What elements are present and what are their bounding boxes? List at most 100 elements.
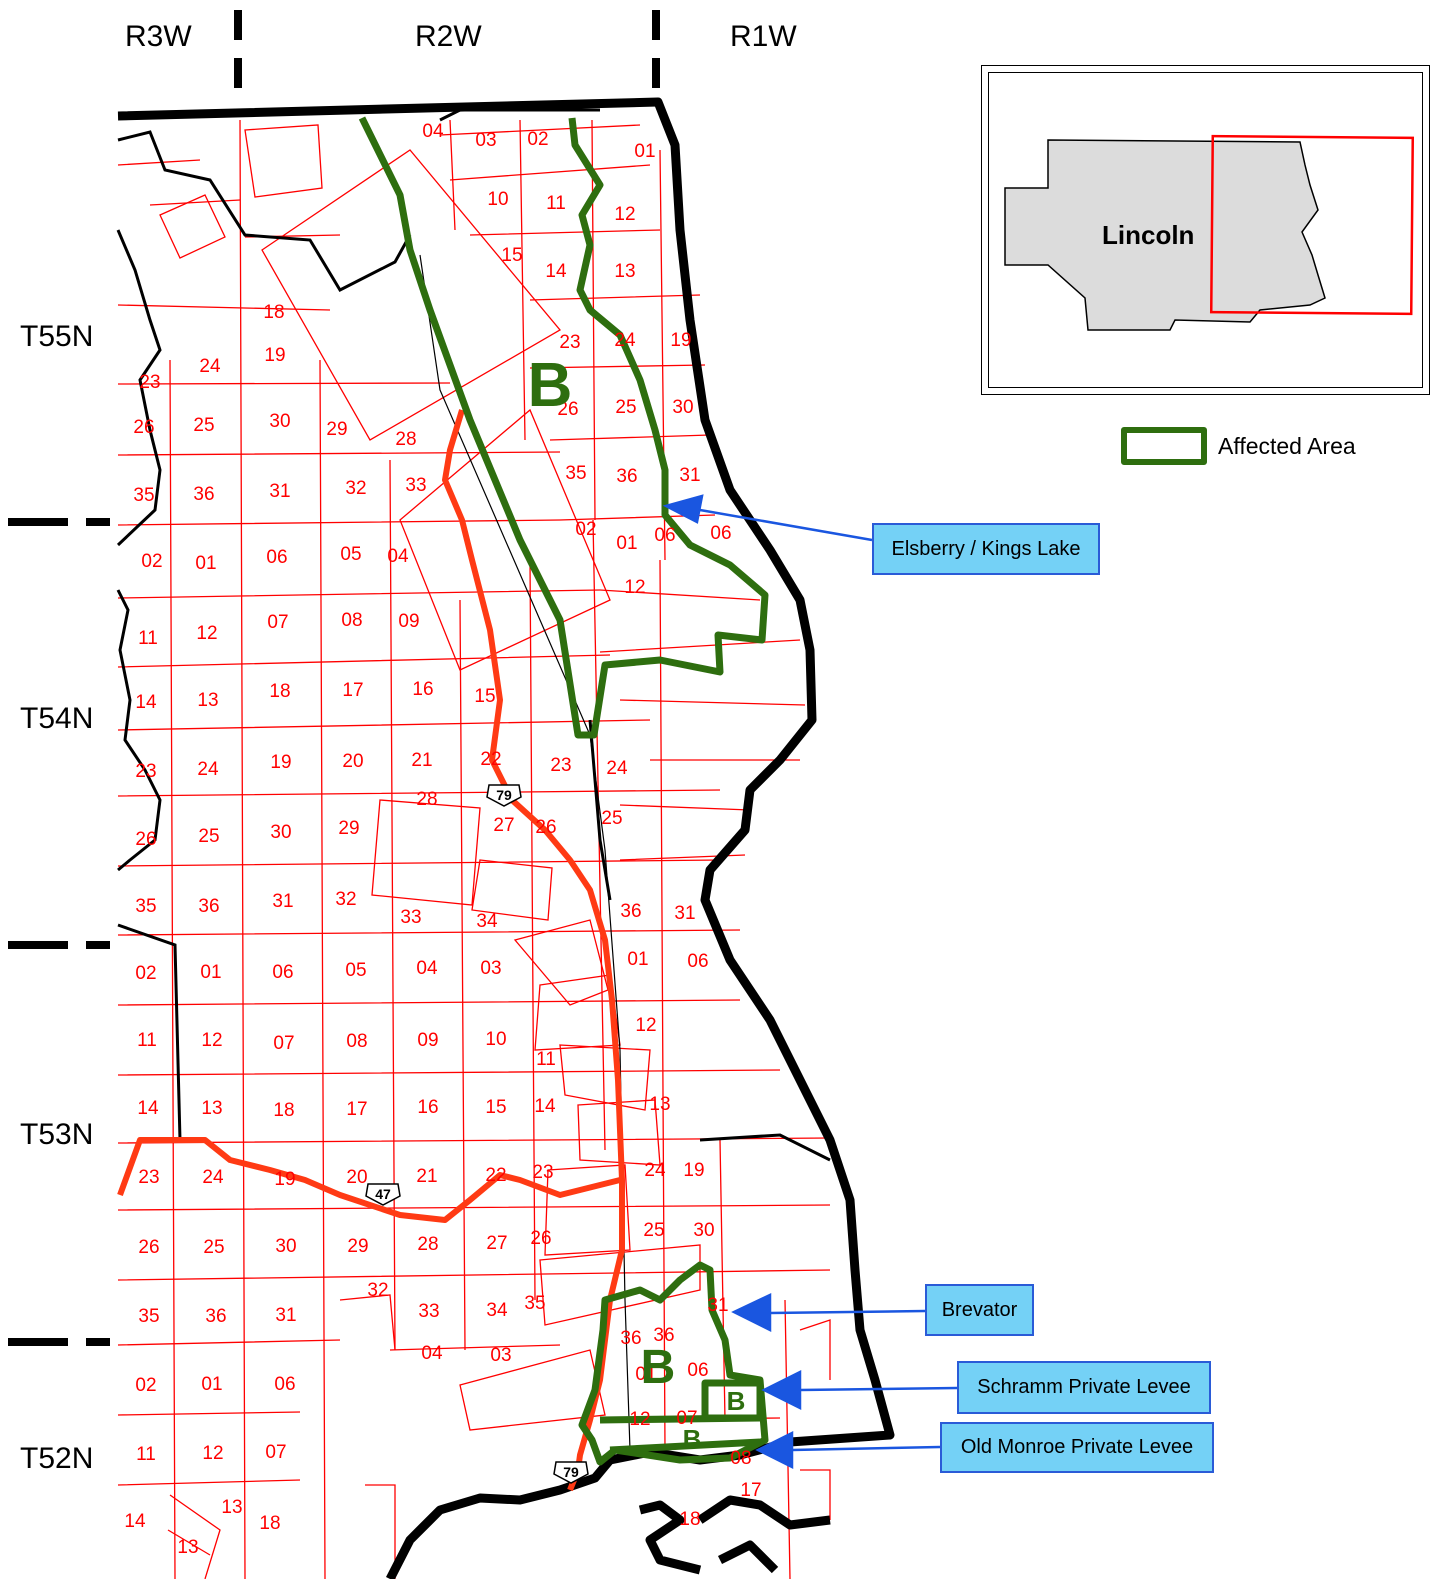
section-number: 25 xyxy=(615,397,636,418)
section-number: 12 xyxy=(624,577,645,598)
section-number: 31 xyxy=(272,891,293,912)
section-number: 29 xyxy=(347,1236,368,1257)
legend-affected-area-swatch xyxy=(1121,427,1207,465)
section-number: 06 xyxy=(687,1360,708,1381)
area-marker-b-old-monroe: B xyxy=(683,1424,702,1454)
section-number: 15 xyxy=(501,245,522,266)
section-number: 36 xyxy=(620,1328,641,1349)
section-number: 12 xyxy=(635,1015,656,1036)
section-number: 23 xyxy=(135,761,156,782)
us-79-shield: 79 xyxy=(486,784,522,807)
section-number: 13 xyxy=(197,690,218,711)
section-number: 13 xyxy=(649,1094,670,1115)
section-number: 26 xyxy=(138,1237,159,1258)
section-number: 06 xyxy=(266,547,287,568)
section-number: 25 xyxy=(198,826,219,847)
inset-extent-box xyxy=(1209,134,1415,316)
section-number: 05 xyxy=(345,960,366,981)
section-number: 19 xyxy=(670,330,691,351)
section-number: 30 xyxy=(693,1220,714,1241)
section-number: 33 xyxy=(405,475,426,496)
section-number: 24 xyxy=(614,330,636,351)
county-boundary-lines xyxy=(116,108,831,1162)
section-number: 09 xyxy=(417,1030,438,1051)
section-number: 06 xyxy=(272,962,293,983)
section-number: 03 xyxy=(475,130,496,151)
inset-inner-frame xyxy=(988,72,1423,388)
section-number: 24 xyxy=(644,1160,666,1181)
inset-frame xyxy=(981,65,1430,395)
area-marker-b-schramm: B xyxy=(727,1386,746,1416)
section-number: 31 xyxy=(269,481,290,502)
railroad xyxy=(419,254,631,1451)
section-number: 02 xyxy=(575,519,596,540)
section-number: 17 xyxy=(346,1099,367,1120)
section-number: 01 xyxy=(616,533,637,554)
section-number: 24 xyxy=(197,759,219,780)
area-marker-b-north: B xyxy=(528,351,573,420)
section-number: 06 xyxy=(710,523,731,544)
township-dividers xyxy=(8,10,660,1346)
section-number: 23 xyxy=(532,1162,553,1183)
section-number: 11 xyxy=(137,1030,157,1051)
section-number: 07 xyxy=(267,612,288,633)
legend-affected-area-label: Affected Area xyxy=(1218,433,1356,459)
section-number: 26 xyxy=(135,829,156,850)
section-number: 18 xyxy=(269,681,290,702)
section-number: 23 xyxy=(550,755,571,776)
section-number: 31 xyxy=(679,465,700,486)
section-number: 15 xyxy=(474,686,495,707)
section-number: 36 xyxy=(616,466,637,487)
township-label-t54n: T54N xyxy=(20,702,94,735)
section-number: 08 xyxy=(341,610,362,631)
callout-brevator[interactable]: Brevator xyxy=(925,1284,1034,1336)
us-47-shield: 47 xyxy=(365,1183,401,1206)
section-number: 09 xyxy=(398,611,419,632)
section-number: 36 xyxy=(653,1325,674,1346)
section-number: 10 xyxy=(487,189,508,210)
section-number: 32 xyxy=(345,478,366,499)
section-number: 04 xyxy=(422,121,444,142)
section-number: 27 xyxy=(486,1233,507,1254)
section-number: 12 xyxy=(201,1030,222,1051)
section-number: 27 xyxy=(493,815,514,836)
section-number: 03 xyxy=(480,958,501,979)
section-number: 32 xyxy=(335,889,356,910)
section-number: 26 xyxy=(557,399,578,420)
section-number: 30 xyxy=(269,411,290,432)
section-number: 07 xyxy=(265,1442,286,1463)
section-number: 04 xyxy=(387,546,409,567)
section-number: 23 xyxy=(138,1167,159,1188)
section-number: 33 xyxy=(400,907,421,928)
section-number: 02 xyxy=(135,963,156,984)
range-label-r1w: R1W xyxy=(730,20,797,53)
section-number: 08 xyxy=(346,1031,367,1052)
section-number: 11 xyxy=(546,193,566,214)
section-number: 25 xyxy=(193,415,214,436)
section-number: 26 xyxy=(535,817,556,838)
section-number: 07 xyxy=(676,1408,697,1429)
section-number: 01 xyxy=(627,949,648,970)
county-shape xyxy=(1004,139,1326,331)
callout-old-monroe-private-levee[interactable]: Old Monroe Private Levee xyxy=(940,1422,1214,1473)
section-number: 16 xyxy=(412,679,433,700)
section-number: 19 xyxy=(264,345,285,366)
section-number: 34 xyxy=(486,1300,508,1321)
section-number: 25 xyxy=(601,808,622,829)
section-number: 24 xyxy=(202,1167,224,1188)
callout-elsberry-kings-lake[interactable]: Elsberry / Kings Lake xyxy=(872,523,1100,575)
section-number: 30 xyxy=(672,397,693,418)
township-label-t52n: T52N xyxy=(20,1442,94,1475)
section-number: 36 xyxy=(198,896,219,917)
section-number: 23 xyxy=(139,372,160,393)
section-number: 35 xyxy=(138,1306,159,1327)
section-number: 06 xyxy=(274,1374,295,1395)
section-number: 01 xyxy=(201,1374,222,1395)
section-number: 28 xyxy=(417,1234,438,1255)
section-number: 19 xyxy=(274,1169,295,1190)
section-number: 15 xyxy=(485,1097,506,1118)
callout-schramm-private-levee[interactable]: Schramm Private Levee xyxy=(957,1361,1211,1414)
section-number: 16 xyxy=(417,1097,438,1118)
section-number: 14 xyxy=(545,261,567,282)
